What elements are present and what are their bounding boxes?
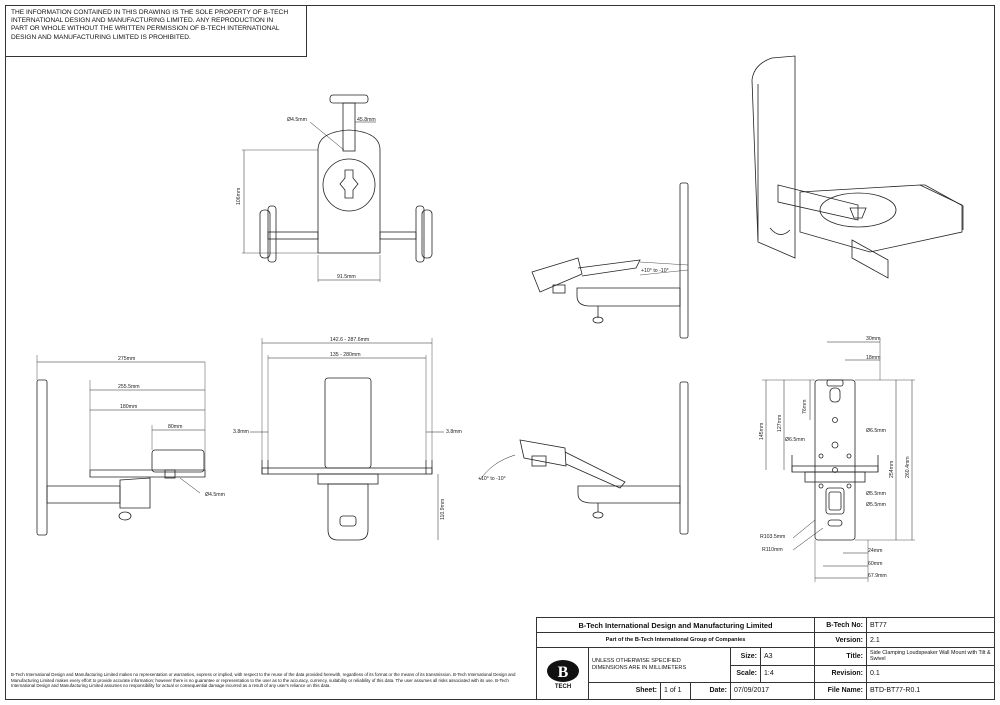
dim-label: R103.5mm (760, 534, 785, 540)
dim-label: 180mm (120, 404, 137, 410)
sheet-value: 1 of 1 (660, 681, 691, 701)
copyright-notice: THE INFORMATION CONTAINED IN THIS DRAWIN… (5, 5, 307, 57)
dim-label: 260.4mm (905, 456, 911, 478)
date-value: 07/09/2017 (730, 681, 815, 701)
scale-value: 1:4 (760, 664, 815, 683)
top-view (242, 94, 433, 282)
filename-label: File Name: (814, 681, 867, 701)
revision-value: 0.1 (866, 664, 995, 683)
disclaimer-text: B-Tech International Design and Manufact… (11, 672, 516, 689)
btech-logo-icon: B TECH (546, 659, 579, 690)
dim-label: +10° to -10° (641, 268, 669, 274)
dim-label: 45.8mm (357, 117, 376, 123)
title-block: B-Tech International Design and Manufact… (536, 616, 995, 701)
units-note-line: DIMENSIONS ARE IN MILLIMETERS (592, 665, 687, 672)
title-label: Title: (814, 647, 867, 666)
dim-label: Ø6.5mm (866, 428, 886, 434)
front-view (250, 338, 444, 541)
sheet-label: Sheet: (588, 681, 661, 701)
logo-sub: TECH (554, 684, 570, 690)
drawing-border (5, 5, 995, 700)
dim-label: Ø4.5mm (205, 492, 225, 498)
dim-label: 76mm (802, 400, 808, 414)
dim-label: 255.5mm (118, 384, 140, 390)
company-name: B-Tech International Design and Manufact… (536, 616, 815, 634)
dim-label: 254mm (889, 461, 895, 478)
group-name: Part of the B-Tech International Group o… (536, 632, 815, 649)
dim-label: 135 - 280mm (330, 352, 361, 358)
logo-cell: B TECH (536, 647, 589, 700)
scale-label: Scale: (730, 664, 761, 683)
logo-mark: B (557, 664, 568, 681)
dim-label: 127mm (777, 415, 783, 432)
iso-view (751, 55, 964, 279)
dim-label: 91.5mm (337, 274, 356, 280)
filename-value: BTD-BT77-R0.1 (866, 681, 995, 701)
date-label: Date: (690, 681, 731, 701)
btech-logo: B TECH (540, 658, 585, 690)
notice-line: THE INFORMATION CONTAINED IN THIS DRAWIN… (11, 9, 289, 16)
btech-no-value: BT77 (866, 616, 995, 634)
dim-label: Ø5.5mm (866, 491, 886, 497)
dim-label: 30mm (866, 336, 880, 342)
dim-label: R110mm (762, 547, 783, 553)
dim-label: Ø6.5mm (785, 437, 805, 443)
tilt-view-bottom (479, 381, 689, 535)
dim-label: 3.8mm (233, 429, 249, 435)
version-label: Version: (814, 632, 867, 649)
dim-label: 18mm (866, 355, 880, 361)
notice-line: INTERNATIONAL DESIGN AND MANUFACTURING L… (11, 17, 274, 25)
dim-label: 275mm (118, 356, 135, 362)
dim-label: +10° to -10° (478, 476, 506, 482)
size-label: Size: (730, 647, 761, 666)
notice-line: DESIGN AND MANUFACTURING LIMITED IS PROH… (11, 33, 191, 41)
units-note-line: UNLESS OTHERWISE SPECIFIED (592, 658, 681, 665)
dim-label: 110.9mm (440, 499, 446, 520)
size-value: A3 (760, 647, 815, 666)
notice-line: PART OR WHOLE WITHOUT THE WRITTEN PERMIS… (11, 25, 280, 33)
dim-label: 24mm (868, 548, 882, 554)
side-view (36, 355, 206, 536)
dim-label: Ø4.5mm (287, 117, 307, 123)
btech-no-label: B-Tech No: (814, 616, 867, 634)
dim-label: 142.6 - 287.6mm (330, 337, 369, 343)
wall-plate-view (762, 338, 915, 582)
dim-label: 67.9mm (868, 573, 887, 579)
dim-label: 106mm (236, 188, 242, 205)
revision-label: Revision: (814, 664, 867, 683)
dim-label: 3.8mm (446, 429, 462, 435)
dim-label: 80mm (168, 424, 182, 430)
units-note: UNLESS OTHERWISE SPECIFIED DIMENSIONS AR… (588, 647, 731, 683)
dim-label: 145mm (759, 423, 765, 440)
dim-label: Ø5.5mm (866, 502, 886, 508)
version-value: 2.1 (866, 632, 995, 649)
dim-label: 60mm (868, 561, 882, 567)
title-value: Side Clamping Loudspeaker Wall Mount wit… (866, 647, 995, 666)
tilt-view-top (531, 182, 689, 339)
